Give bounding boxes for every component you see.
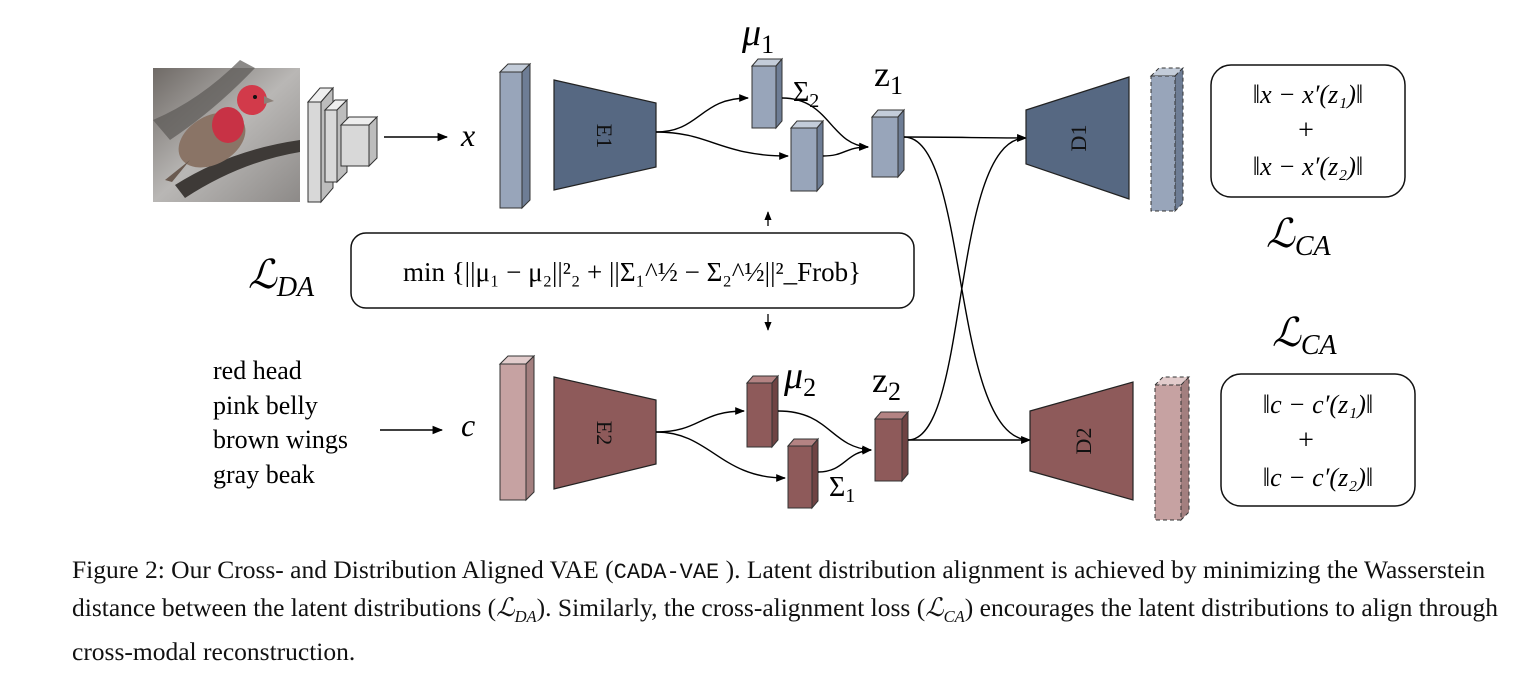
cross-reconstruction-paths <box>903 134 1031 444</box>
caption-lca: ℒCA <box>925 593 965 627</box>
ca-bottom-line1: ‖c − c′(z₁)‖ <box>1263 390 1373 419</box>
mu2-block <box>745 374 780 449</box>
cnn-feature-extractor <box>306 86 379 204</box>
attribute-item: pink belly <box>213 391 318 420</box>
da-loss-box <box>350 232 915 309</box>
attribute-item: brown wings <box>213 425 348 454</box>
lda-label: ℒDA <box>248 252 315 303</box>
ca-top-line1: ‖x − x′(z₁)‖ <box>1253 80 1363 109</box>
encoder-e1-outputs <box>655 94 789 160</box>
caption-lda: ℒDA <box>496 593 537 627</box>
encoder-e2-outputs <box>655 407 786 482</box>
d2-label: D2 <box>1071 428 1096 455</box>
decoder-d1: D1 <box>1025 76 1130 200</box>
bird-photo <box>153 60 300 202</box>
lca-label-bottom: ℒCA <box>1272 310 1337 361</box>
caption-suffix: ) encourages the latent distributions to… <box>72 593 1499 667</box>
z1-label: z1 <box>874 54 903 100</box>
mu1-label: μ1 <box>741 12 774 59</box>
encoder-e2: E2 <box>553 376 657 490</box>
recon-c-bar <box>1153 375 1191 522</box>
sigma1-block <box>786 437 820 510</box>
reparam-curves <box>777 97 872 473</box>
caption-mid2: ). Similarly, the cross-alignment loss ( <box>536 593 926 622</box>
cada-vae-diagram: x c E1 E2 <box>153 12 1416 522</box>
da-loss-formula: min {||μ₁ − μ₂||²₂ + ||Σ₁^½ − Σ₂^½||²_Fr… <box>403 257 861 287</box>
z2-block <box>873 410 910 483</box>
lca-label-top: ℒCA <box>1266 211 1331 262</box>
sigma2-block <box>789 119 825 193</box>
e1-label: E1 <box>592 124 617 148</box>
ca-bottom-plus: + <box>1298 425 1314 456</box>
figure-caption: Figure 2: Our Cross- and Distribution Al… <box>72 552 1508 669</box>
ca-loss-box-top <box>1210 64 1406 198</box>
ca-bottom-line2: ‖c − c′(z₂)‖ <box>1263 463 1373 492</box>
input-x-bar <box>498 62 532 210</box>
attribute-list: red head pink belly brown wings gray bea… <box>213 356 348 489</box>
z2-label: z2 <box>872 360 901 406</box>
ca-top-plus: + <box>1298 115 1314 146</box>
decoder-d2: D2 <box>1029 381 1134 501</box>
sigma1-label: Σ1 <box>829 472 855 507</box>
caption-method: CADA-VAE <box>613 560 720 585</box>
caption-mid1: ). Latent distribution alignment is achi… <box>72 555 1486 622</box>
x-label: x <box>460 117 475 153</box>
caption-prefix: Figure 2: Our Cross- and Distribution Al… <box>72 555 614 584</box>
attribute-item: red head <box>213 356 302 385</box>
mu1-block <box>750 57 784 130</box>
input-c-bar <box>498 354 536 502</box>
z1-block <box>870 108 906 179</box>
attribute-item: gray beak <box>213 460 315 489</box>
ca-top-line2: ‖x − x′(z₂)‖ <box>1253 152 1363 181</box>
d1-label: D1 <box>1066 125 1091 152</box>
recon-x-bar <box>1149 66 1185 213</box>
ca-loss-box-bottom <box>1220 373 1416 507</box>
sigma2-label: Σ2 <box>793 77 819 112</box>
c-label: c <box>461 407 475 443</box>
encoder-e1: E1 <box>553 79 657 191</box>
e2-label: E2 <box>592 421 617 445</box>
mu2-label: μ2 <box>783 355 816 402</box>
